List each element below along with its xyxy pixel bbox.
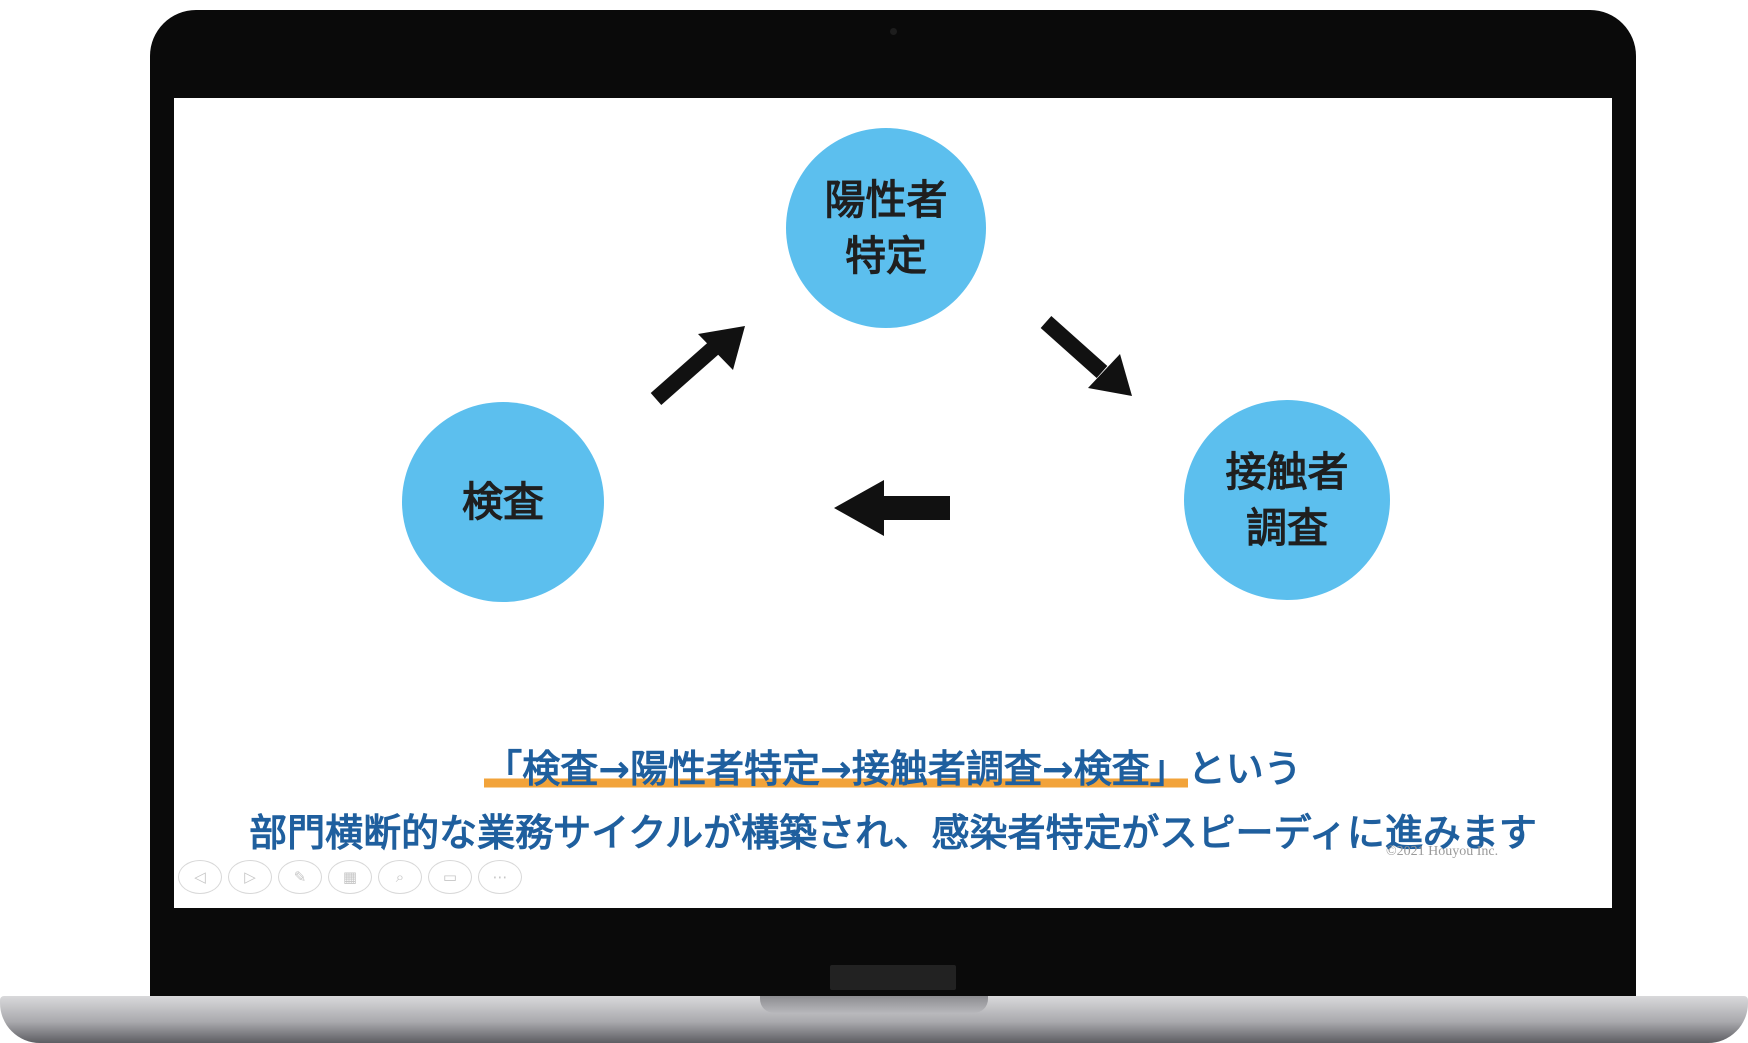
caption-cycle-highlight: 「検査→陽性者特定→接触者調査→検査」 [484,747,1188,791]
laptop-hinge-notch [760,996,988,1013]
arrow-down-right-icon [1040,316,1132,396]
node-contact-investigation: 接触者 調査 [1184,400,1390,600]
slideshow-controls: ◁ ▷ ✎ ▦ ⌕ ▭ ⋯ [178,860,522,894]
next-icon: ▷ [244,868,256,886]
magnifier-icon: ⌕ [395,868,405,886]
bezel-tab [830,965,956,990]
subtitles-icon: ▭ [442,868,458,886]
pen-tool-button[interactable]: ✎ [278,860,322,894]
next-slide-button[interactable]: ▷ [228,860,272,894]
pen-icon: ✎ [293,868,307,886]
node-positive-identification: 陽性者 特定 [786,128,986,328]
camera-icon [890,28,897,35]
prev-slide-button[interactable]: ◁ [178,860,222,894]
arrow-left-icon [834,480,950,536]
grid-icon: ▦ [342,868,358,886]
slides-grid-button[interactable]: ▦ [328,860,372,894]
caption-line-1: 「検査→陽性者特定→接触者調査→検査」という [174,738,1612,793]
copyright-text: ©2021 Houyou Inc. [1386,844,1499,859]
presentation-slide: 陽性者 特定 検査 接触者 調査 「検査→陽性者特定→接触者調査→検査」という … [174,98,1612,908]
caption-line-1-rest: という [1187,747,1302,791]
arrow-up-right-icon [650,326,745,405]
node-test: 検査 [402,402,604,602]
more-icon: ⋯ [492,868,508,886]
subtitles-button[interactable]: ▭ [428,860,472,894]
more-options-button[interactable]: ⋯ [478,860,522,894]
caption-line-2: 部門横断的な業務サイクルが構築され、感染者特定がスピーディに進みます [249,811,1537,855]
prev-icon: ◁ [194,868,206,886]
zoom-button[interactable]: ⌕ [378,860,422,894]
